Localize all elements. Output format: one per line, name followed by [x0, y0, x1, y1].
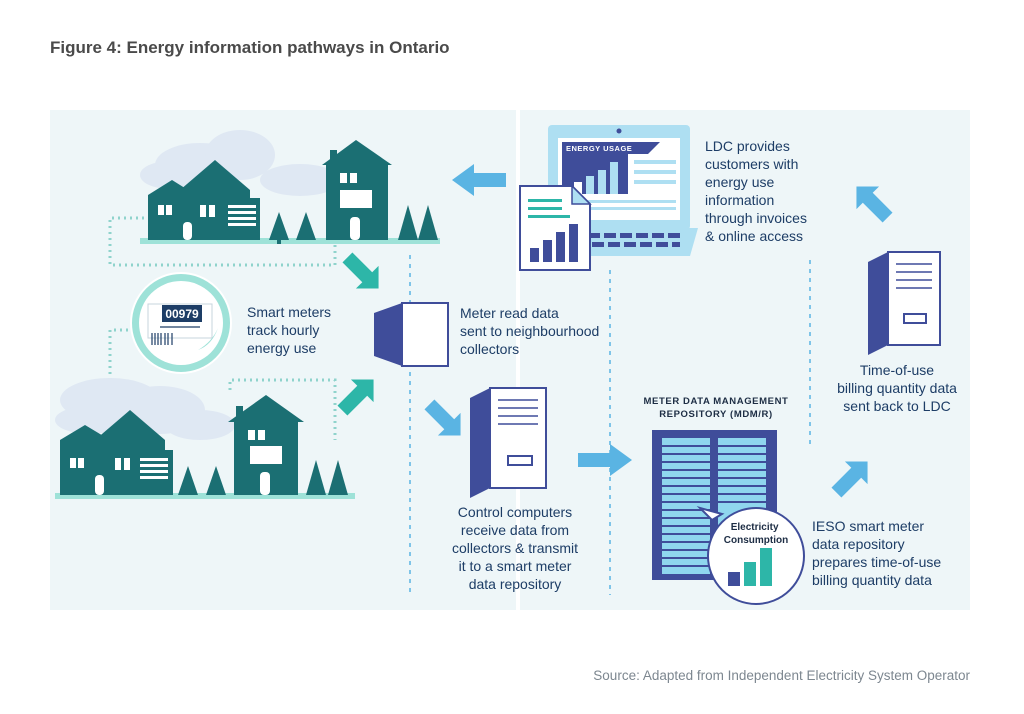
ldc-server-icon	[868, 251, 941, 355]
arrow-collector-to-computer-icon	[424, 399, 461, 436]
ldc-label: LDC provides customers with energy use info…	[705, 137, 835, 245]
meter-read-label: Meter read data sent to neighbourhood coll…	[460, 304, 630, 358]
ieso-label: IESO smart meter data repository prepares …	[812, 517, 962, 589]
control-computer-icon	[470, 387, 547, 498]
mdm-title: METER DATA MANAGEMENT REPOSITORY (MDM/R)	[636, 395, 796, 421]
houses-bottom	[55, 395, 355, 499]
label-line: LDC provides	[705, 138, 790, 154]
screen-heading: ENERGY USAGE	[566, 144, 632, 153]
label-line: track hourly	[247, 322, 320, 338]
label-line: & online access	[705, 228, 804, 244]
label-line: REPOSITORY (MDM/R)	[659, 409, 773, 420]
label-line: receive data from	[460, 522, 570, 538]
label-line: sent back to LDC	[843, 398, 951, 414]
label-line: information	[705, 192, 775, 208]
label-line: prepares time-of-use	[812, 554, 942, 570]
label-line: collectors & transmit	[451, 540, 579, 556]
arrow-computer-to-mdm-icon	[578, 444, 632, 476]
arrow-mdm-to-ldc-icon	[831, 461, 868, 498]
houses-top	[140, 140, 440, 244]
arrow-house-to-collector-top-icon	[342, 252, 379, 289]
label-line: billing quantity data	[837, 380, 957, 396]
label-line: data repository	[468, 576, 562, 592]
bubble-line-1: Electricity	[731, 522, 779, 533]
control-computers-label: Control computers receive data from collec…	[430, 503, 600, 593]
label-line: energy use	[705, 174, 775, 190]
label-line: through invoices	[705, 210, 807, 226]
label-line: Time-of-use	[859, 362, 935, 378]
bubble-text: Electricity Consumption	[724, 522, 788, 546]
label-line: METER DATA MANAGEMENT	[643, 396, 789, 407]
label-line: billing quantity data	[812, 572, 932, 588]
label-line: energy use	[247, 340, 317, 356]
collector-icon	[374, 302, 449, 367]
label-line: Meter read data	[460, 305, 559, 321]
invoice-document-icon	[519, 184, 592, 271]
label-line: it to a smart meter	[458, 558, 572, 574]
time-of-use-label: Time-of-use billing quantity data sent bac…	[822, 361, 972, 415]
label-line: sent to neighbourhood	[460, 323, 600, 339]
label-line: collectors	[460, 341, 520, 357]
smart-meter-icon	[130, 272, 232, 374]
bubble-line-2: Consumption	[724, 535, 788, 546]
figure-title: Figure 4: Energy information pathways in…	[50, 38, 450, 57]
arrow-house-to-collector-bottom-icon	[337, 379, 374, 416]
mdm-repository-icon	[652, 430, 777, 580]
smart-meters-label: Smart meters track hourly energy use	[247, 303, 357, 357]
label-line: data repository	[812, 536, 905, 552]
arrow-ldc-server-to-monitor-icon	[856, 186, 893, 223]
label-line: customers with	[705, 156, 799, 172]
dotted-connectors	[65, 216, 337, 440]
panel-divider	[516, 110, 520, 610]
clouds-top	[140, 130, 340, 196]
label-line: Control computers	[457, 504, 573, 520]
label-line: IESO smart meter	[812, 518, 925, 534]
source-note: Source: Adapted from Independent Electri…	[593, 668, 970, 683]
arrow-to-houses-icon	[452, 164, 506, 196]
consumption-bubble-icon	[696, 506, 805, 605]
label-line: Smart meters	[247, 304, 332, 320]
meter-reading: 00979	[165, 307, 199, 321]
